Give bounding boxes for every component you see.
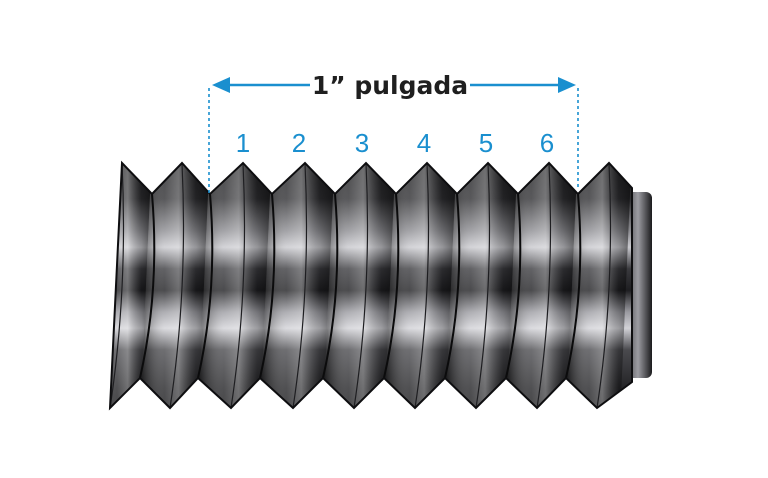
measurement-annotation: 1” pulgada — [208, 71, 579, 196]
rod-outline — [108, 160, 633, 411]
thread-count-number: 2 — [292, 128, 306, 158]
thread-crest — [323, 163, 396, 408]
thread-count-number: 4 — [417, 128, 431, 158]
thread-count-number: 1 — [236, 128, 250, 158]
thread-crest — [260, 163, 335, 408]
thread-root-seam — [139, 193, 156, 379]
thread-crest — [384, 163, 457, 408]
threaded-rod — [108, 160, 652, 411]
thread-root-seam — [505, 193, 522, 379]
thread-crest — [445, 163, 518, 408]
thread-crest-ridge — [475, 163, 491, 408]
thread-crest — [198, 163, 272, 408]
thread-root-seam — [322, 193, 339, 379]
thread-count-number: 5 — [479, 128, 493, 158]
measurement-label: 1” pulgada — [312, 71, 468, 100]
thread-root-seam — [565, 193, 582, 379]
arrow-head-right-icon — [558, 77, 576, 93]
thread-crest-ridge — [169, 163, 185, 408]
thread-crest-ridge — [536, 163, 552, 408]
thread-crest-ridge — [230, 163, 246, 408]
thread-crest — [566, 163, 632, 408]
thread-count-number: 3 — [355, 128, 369, 158]
thread-count-number: 6 — [540, 128, 554, 158]
thread-crest-ridge — [110, 163, 125, 408]
thread-root-seam — [259, 193, 276, 379]
thread-crest — [506, 163, 578, 408]
thread-crest-ridge — [292, 163, 308, 408]
thread-crest — [140, 163, 210, 408]
thread-crest-ridge — [414, 163, 430, 408]
thread-root-seam — [383, 193, 400, 379]
thread-root-seam — [444, 193, 461, 379]
thread-root-seam — [197, 193, 214, 379]
thread-crest-ridge — [596, 163, 612, 408]
thread-count-labels: 1 2 3 4 5 6 — [236, 128, 554, 158]
thread-crest-ridge — [353, 163, 369, 408]
arrow-head-left-icon — [212, 77, 230, 93]
